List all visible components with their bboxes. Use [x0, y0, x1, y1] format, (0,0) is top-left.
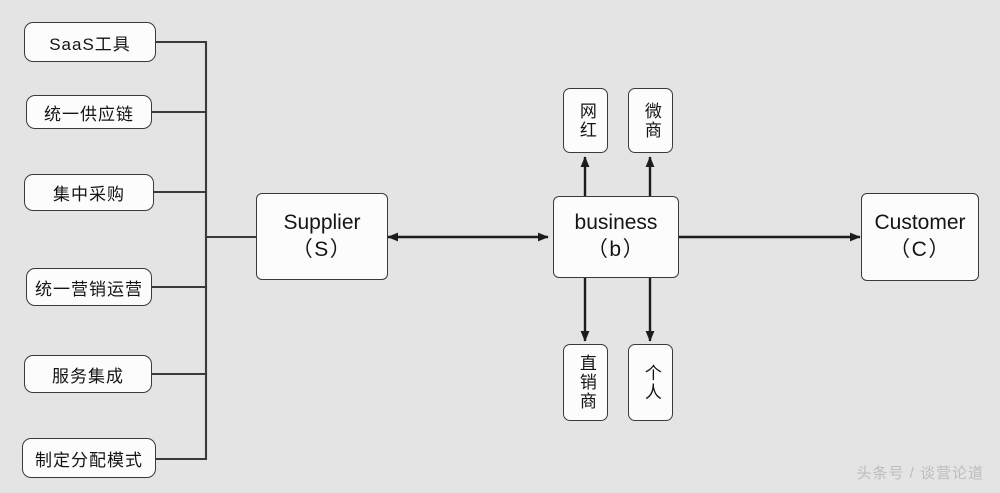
- left-item-distribution-model[interactable]: 制定分配模式: [22, 438, 156, 478]
- node-weishang[interactable]: 微商: [628, 88, 673, 153]
- node-zhixiaoshang[interactable]: 直销商: [563, 344, 608, 421]
- node-business-line1: business: [574, 211, 658, 235]
- node-zhixiaoshang-label: 直销商: [576, 354, 596, 411]
- node-business[interactable]: business （b）: [553, 196, 679, 278]
- left-item-marketing-operations[interactable]: 统一营销运营: [26, 268, 152, 306]
- left-item-label: SaaS工具: [49, 34, 131, 54]
- left-item-label: 统一营销运营: [35, 279, 143, 299]
- node-customer-line2: （C）: [889, 238, 951, 261]
- left-item-label: 制定分配模式: [35, 450, 143, 470]
- left-item-centralized-purchasing[interactable]: 集中采购: [24, 174, 154, 211]
- node-wanghong-label: 网红: [576, 101, 596, 140]
- node-supplier[interactable]: Supplier （S）: [256, 193, 388, 280]
- node-customer[interactable]: Customer （C）: [861, 193, 979, 281]
- left-item-label: 集中采购: [53, 185, 125, 204]
- node-customer-line1: Customer: [874, 211, 966, 235]
- node-weishang-label: 微商: [641, 101, 661, 140]
- left-item-label: 服务集成: [52, 366, 124, 386]
- left-item-supply-chain[interactable]: 统一供应链: [26, 95, 152, 129]
- node-geren-label: 个人: [641, 363, 661, 402]
- left-item-label: 统一供应链: [44, 104, 134, 124]
- left-item-service-integration[interactable]: 服务集成: [24, 355, 152, 393]
- node-geren[interactable]: 个人: [628, 344, 673, 421]
- left-item-saas[interactable]: SaaS工具: [24, 22, 156, 62]
- left-branch-wires: [150, 40, 258, 461]
- node-business-line2: （b）: [586, 238, 646, 261]
- node-supplier-line2: （S）: [291, 237, 353, 261]
- node-wanghong[interactable]: 网红: [563, 88, 608, 153]
- node-supplier-line1: Supplier: [283, 210, 361, 234]
- watermark: 头条号 / 谈营论道: [856, 465, 984, 482]
